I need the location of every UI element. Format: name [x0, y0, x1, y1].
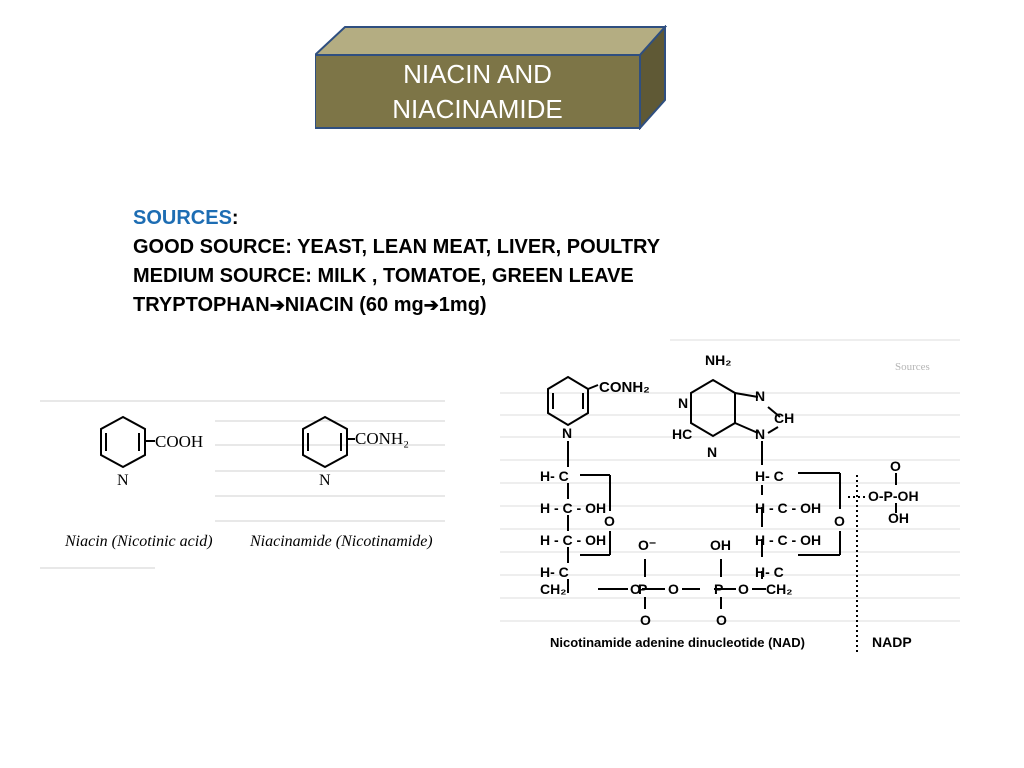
phosphate2-oh: OH — [710, 537, 731, 553]
title-box-shape — [315, 25, 667, 130]
bridge-o-1: O — [630, 581, 641, 597]
ribose2-hcoh-2: H - C - OH — [755, 532, 821, 548]
niacin-ring-n: N — [117, 472, 129, 489]
ch2-right: CH₂ — [766, 581, 792, 597]
niacinamide-group: CONH₂ — [355, 429, 409, 448]
ribose2-hc-2: H- C — [755, 564, 784, 580]
niacin-group: COOH — [155, 432, 203, 451]
title-line-1: NIACIN AND — [403, 58, 552, 89]
phosphate1-o: O — [640, 612, 651, 628]
title-box: NIACIN AND NIACINAMIDE — [315, 25, 667, 130]
niacin-caption: Niacin (Nicotinic acid) — [64, 533, 213, 550]
title-text: NIACIN AND NIACINAMIDE — [315, 55, 640, 128]
ribose2-o: O — [834, 513, 845, 529]
phosphate2-p: P — [714, 581, 723, 597]
niacin-ratio: NIACIN (60 mg — [284, 294, 424, 316]
medium-source: MEDIUM SOURCE: MILK , TOMATOE, GREEN LEA… — [133, 265, 634, 287]
ribose1-hc: H- C — [540, 468, 569, 484]
good-source: GOOD SOURCE: YEAST, LEAN MEAT, LIVER, PO… — [133, 236, 661, 258]
arrow-icon: ➔ — [423, 295, 439, 315]
niacin-structures-svg: COOH N Niacin (Nicotinic acid) CONH₂ N N… — [40, 400, 445, 569]
ribose1-hcoh-1: H - C - OH — [540, 500, 606, 516]
nadp-caption: NADP — [872, 634, 912, 650]
bridge-o-3: O — [738, 581, 749, 597]
pyrophosphate-bonds — [567, 559, 766, 609]
nh2-label: NH₂ — [705, 352, 731, 368]
phosphate-top-o: O — [890, 458, 901, 474]
phosphate1-ominus: O⁻ — [638, 537, 656, 553]
ch2-left: CH₂ — [540, 581, 566, 597]
tryptophan-conversion: TRYPTOPHAN➔NIACIN (60 mg➔1mg) — [133, 291, 660, 320]
nadp-bonds — [848, 473, 897, 513]
ribose1-hcoh-2: H - C - OH — [540, 532, 606, 548]
adenine-n9: N — [755, 426, 765, 442]
niacinamide-caption: Niacinamide (Nicotinamide) — [249, 533, 433, 550]
ribose1-hc-2: H- C — [540, 564, 569, 580]
phosphate2-o: O — [716, 612, 727, 628]
phosphate-oh: OH — [888, 510, 909, 526]
sources-block: SOURCES: GOOD SOURCE: YEAST, LEAN MEAT, … — [133, 204, 660, 320]
ribose1-o: O — [604, 513, 615, 529]
niacinamide-ring — [302, 415, 355, 469]
nicotinamide-ring — [547, 375, 611, 587]
tryptophan-label: TRYPTOPHAN — [133, 294, 270, 316]
nad-caption: Nicotinamide adenine dinucleotide (NAD) — [550, 635, 805, 650]
niacinamide-ring-n: N — [319, 472, 331, 489]
phosphate1-p: P — [638, 581, 647, 597]
adenine-ring — [690, 378, 841, 579]
phosphate-group: O-P-OH — [868, 488, 919, 504]
sources-heading: SOURCES — [133, 207, 232, 229]
ring-n-label: N — [562, 425, 572, 441]
background-text-lines — [500, 339, 960, 622]
conh2-label: CONH₂ — [599, 379, 650, 396]
adenine-n3: N — [707, 444, 717, 460]
niacin-structures-figure: COOH N Niacin (Nicotinic acid) CONH₂ N N… — [35, 383, 450, 578]
background-text-lines — [40, 400, 445, 569]
niacin-ring — [100, 415, 155, 469]
sources-colon: : — [231, 207, 239, 229]
background-heading: Sources — [895, 361, 930, 373]
adenine-n1: N — [678, 395, 688, 411]
sources-heading-line: SOURCES: — [133, 204, 660, 233]
nad-structure-svg: Sources CONH₂ N H- C H - C - OH H - C - … — [500, 339, 960, 665]
ribose2-hcoh-1: H - C - OH — [755, 500, 821, 516]
nad-structure-figure: Sources CONH₂ N H- C H - C - OH H - C - … — [500, 335, 970, 665]
arrow-icon: ➔ — [269, 295, 285, 315]
title-line-2: NIACINAMIDE — [392, 93, 563, 124]
adenine-hc: HC — [672, 426, 692, 442]
adenine-ch: CH — [774, 410, 794, 426]
adenine-n7: N — [755, 388, 765, 404]
bridge-o-2: O — [668, 581, 679, 597]
ribose2-hc: H- C — [755, 468, 784, 484]
ratio-end: 1mg) — [438, 294, 487, 316]
